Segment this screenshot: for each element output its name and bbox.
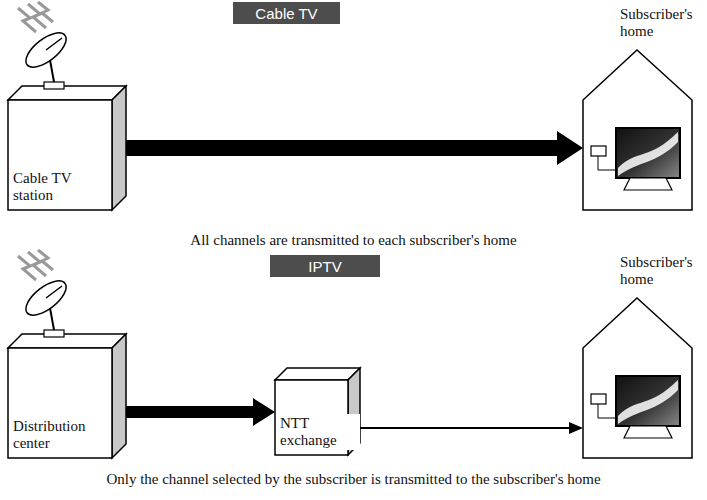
band-title: Cable TV — [255, 5, 317, 22]
home-box: Subscriber's home — [583, 6, 695, 212]
thick-arrow — [126, 131, 583, 165]
node-label: Cable TV station — [11, 169, 97, 205]
station-box: Cable TV station — [8, 86, 126, 210]
cable-tv-station-drawing — [8, 2, 126, 210]
node-label: NTT exchange — [278, 414, 360, 450]
ntt-exchange-drawing — [275, 368, 360, 455]
band-title: IPTV — [308, 258, 341, 275]
node-label: Subscriber's home — [620, 6, 695, 40]
home-box: Subscriber's home — [583, 254, 695, 460]
home-drawing — [583, 50, 692, 210]
thick-arrow — [126, 398, 275, 426]
node-label: Subscriber's home — [620, 254, 695, 288]
caption-note: Only the channel selected by the subscri… — [0, 471, 707, 488]
roof-face — [275, 368, 360, 380]
distribution-center-drawing — [8, 250, 126, 458]
thin-arrow — [360, 422, 583, 434]
caption-note: All channels are transmitted to each sub… — [0, 232, 707, 249]
exchange-box: NTT exchange — [275, 368, 360, 455]
title-band: IPTV — [270, 255, 380, 277]
node-label: Distribution center — [11, 417, 97, 453]
center-box: Distribution center — [8, 334, 126, 458]
title-band: Cable TV — [233, 2, 340, 24]
home-drawing — [583, 298, 692, 458]
